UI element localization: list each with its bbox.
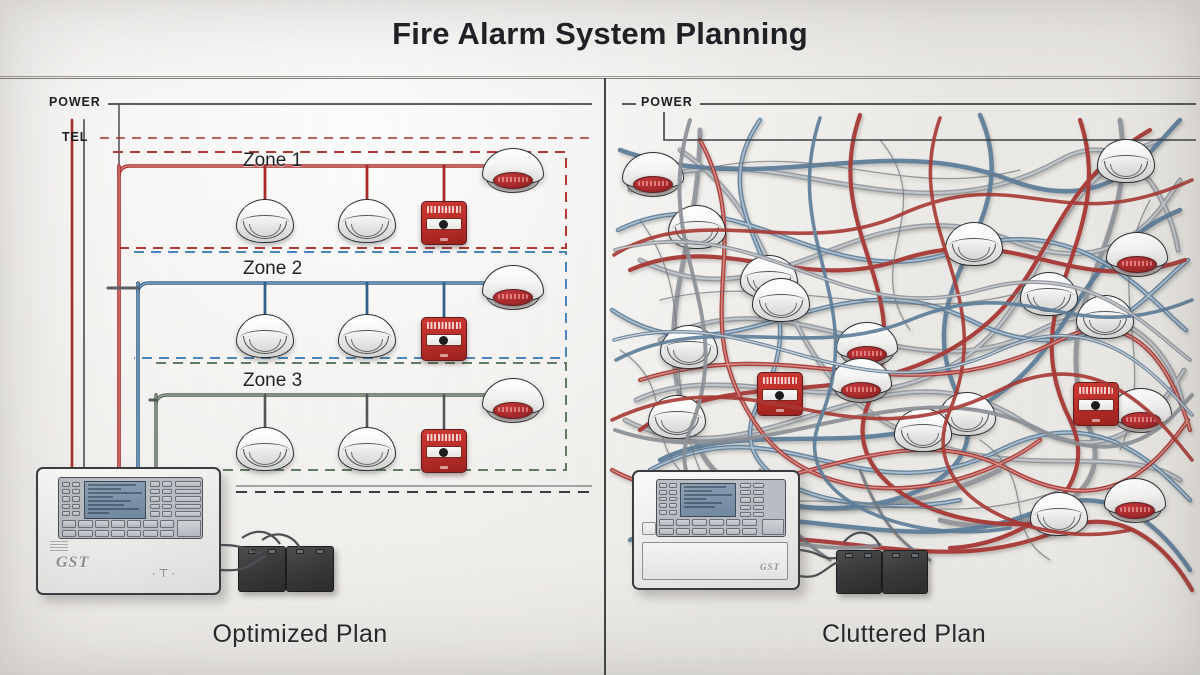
panel-keyswitch-icon[interactable]: · ⊤ · xyxy=(152,568,176,580)
sounder-strobe-icon[interactable] xyxy=(1104,478,1166,526)
title-bar: Fire Alarm System Planning xyxy=(0,0,1200,76)
smoke-detector-icon[interactable] xyxy=(1076,295,1134,341)
power-feed-right xyxy=(622,103,1196,141)
smoke-detector-icon[interactable] xyxy=(1020,272,1078,318)
smoke-detector-icon[interactable] xyxy=(236,427,294,473)
smoke-detector-icon[interactable] xyxy=(338,427,396,473)
fire-alarm-control-panel-icon[interactable]: GST · ⊤ · xyxy=(36,467,221,595)
smoke-detector-icon[interactable] xyxy=(668,205,726,251)
header-divider xyxy=(0,76,1200,79)
sounder-strobe-icon[interactable] xyxy=(482,265,544,313)
power-label-left: POWER xyxy=(49,95,101,109)
sounder-strobe-icon[interactable] xyxy=(1110,388,1172,436)
smoke-detector-icon[interactable] xyxy=(752,278,810,324)
right-panel-caption: Cluttered Plan xyxy=(821,620,987,648)
panel-risers xyxy=(70,118,85,472)
smoke-detector-icon[interactable] xyxy=(945,222,1003,268)
sounder-strobe-icon[interactable] xyxy=(1106,232,1168,280)
smoke-detector-icon[interactable] xyxy=(1030,492,1088,538)
smoke-detector-icon[interactable] xyxy=(236,199,294,245)
control-panel-brand: GST xyxy=(56,554,90,571)
control-panel-brand: GST xyxy=(760,562,781,572)
left-panel-caption: Optimized Plan xyxy=(212,620,388,648)
smoke-detector-icon[interactable] xyxy=(894,408,952,454)
manual-call-point-icon[interactable] xyxy=(421,429,467,473)
smoke-detector-icon[interactable] xyxy=(236,314,294,360)
sounder-strobe-icon[interactable] xyxy=(830,358,892,406)
zone-1-label: Zone 1 xyxy=(243,150,303,171)
manual-call-point-icon[interactable] xyxy=(421,201,467,245)
tel-label-left: TEL xyxy=(62,130,89,144)
smoke-detector-icon[interactable] xyxy=(648,395,706,441)
sounder-strobe-icon[interactable] xyxy=(482,378,544,426)
zone-3-label: Zone 3 xyxy=(243,370,303,391)
manual-call-point-icon[interactable] xyxy=(1073,382,1119,426)
page-title: Fire Alarm System Planning xyxy=(392,16,808,51)
sounder-strobe-icon[interactable] xyxy=(622,152,684,200)
backup-battery-icon xyxy=(836,550,928,594)
smoke-detector-icon[interactable] xyxy=(660,325,718,371)
smoke-detector-icon[interactable] xyxy=(1097,139,1155,185)
power-label-right: POWER xyxy=(641,95,693,109)
smoke-detector-icon[interactable] xyxy=(338,314,396,360)
sounder-strobe-icon[interactable] xyxy=(482,148,544,196)
fire-alarm-control-panel-icon[interactable]: GST xyxy=(632,470,800,590)
manual-call-point-icon[interactable] xyxy=(757,372,803,416)
zone-2-label: Zone 2 xyxy=(243,258,303,279)
manual-call-point-icon[interactable] xyxy=(421,317,467,361)
backup-battery-icon xyxy=(238,546,334,592)
smoke-detector-icon[interactable] xyxy=(338,199,396,245)
panel-divider xyxy=(604,78,606,675)
